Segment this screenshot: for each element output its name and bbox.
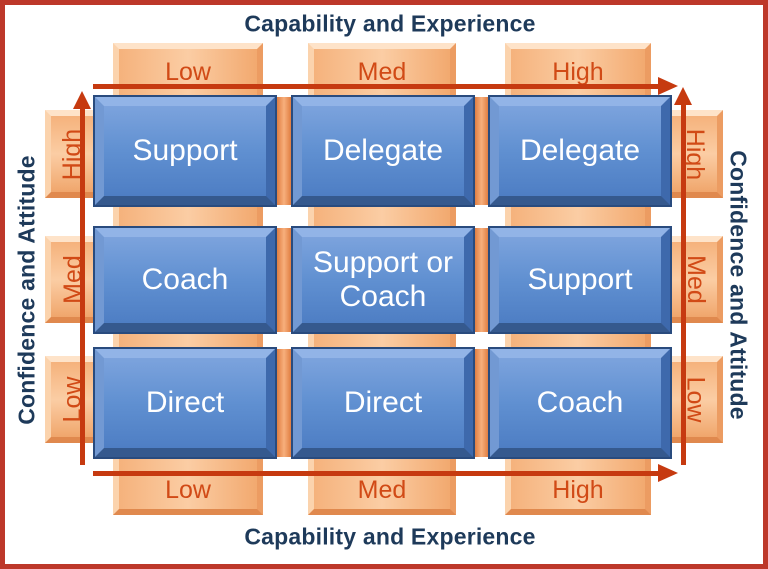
capability-label-bottom-high: High: [552, 475, 604, 504]
matrix-cell-r2c2: Coach: [490, 349, 670, 457]
x-axis-title-top: Capability and Experience: [244, 10, 536, 37]
matrix-cell-r2c1: Direct: [293, 349, 473, 457]
arrowhead-right-icon: [658, 77, 678, 95]
arrowhead-right-icon: [658, 464, 678, 482]
matrix-cell-r0c0: Support: [95, 97, 275, 205]
y-axis-title-left: Confidence and Attitude: [13, 155, 40, 425]
arrowhead-up-icon: [674, 87, 692, 105]
matrix-cell-r0c1: Delegate: [293, 97, 473, 205]
y-axis-title-right: Confidence and Attitude: [725, 150, 752, 420]
connector-strip: [275, 97, 293, 205]
matrix-cell-r0c2: Delegate: [490, 97, 670, 205]
connector-strip: [275, 349, 293, 457]
confidence-label-right-low: Low: [681, 376, 710, 423]
confidence-label-right-med: Med: [681, 255, 710, 304]
y-axis-line-right: [681, 104, 686, 465]
x-axis-line-top: [93, 84, 660, 89]
matrix-cell-r2c0: Direct: [95, 349, 275, 457]
matrix-cell-r1c2: Support: [490, 228, 670, 332]
x-axis-line-bottom: [93, 471, 660, 476]
connector-strip: [473, 97, 490, 205]
matrix-cell-r1c1: Support or Coach: [293, 228, 473, 332]
arrowhead-up-icon: [73, 91, 91, 109]
x-axis-title-bottom: Capability and Experience: [244, 523, 536, 550]
y-axis-line-left: [80, 108, 85, 465]
matrix-cell-r1c0: Coach: [95, 228, 275, 332]
connector-strip: [473, 349, 490, 457]
confidence-label-left-high: High: [58, 128, 87, 180]
capability-label-top-low: Low: [165, 57, 211, 86]
capability-label-top-med: Med: [357, 57, 407, 86]
confidence-label-right-high: High: [681, 128, 710, 180]
confidence-label-left-low: Low: [58, 376, 87, 423]
capability-label-top-high: High: [552, 57, 604, 86]
connector-strip: [473, 228, 490, 332]
capability-label-bottom-med: Med: [357, 475, 407, 504]
connector-strip: [275, 228, 293, 332]
capability-label-bottom-low: Low: [165, 475, 211, 504]
confidence-label-left-med: Med: [58, 255, 87, 304]
